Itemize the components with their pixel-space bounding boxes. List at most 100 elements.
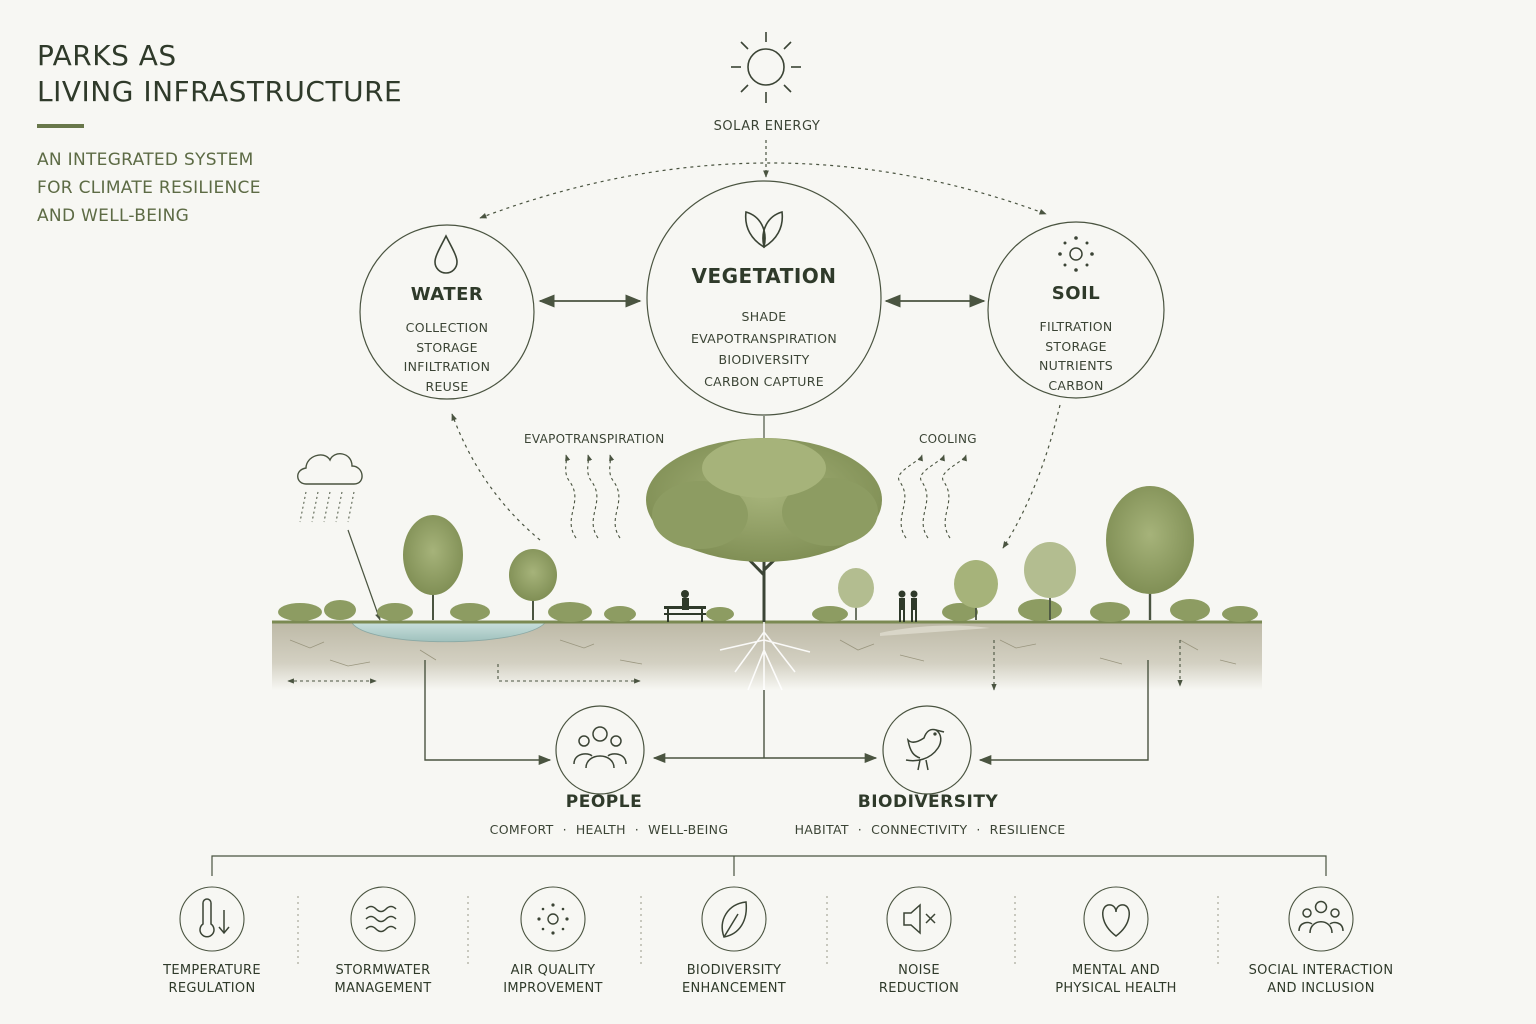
vegetation-node-items: SHADE EVAPOTRANSPIRATION BIODIVERSITY CA…	[664, 306, 864, 392]
benefit-circle-air	[520, 886, 586, 952]
benefit-air-quality-improvement: AIR QUALITY IMPROVEMENT	[473, 962, 633, 998]
soil-item: FILTRATION	[1039, 319, 1113, 334]
soil-cracks	[289, 639, 1237, 667]
air-particles-icon	[537, 903, 569, 935]
water-node-title: WATER	[410, 284, 484, 305]
separator-dot: ·	[634, 822, 640, 837]
benefit-line: SOCIAL INTERACTION	[1248, 963, 1394, 978]
separator-dot: ·	[857, 822, 863, 837]
shrubs	[278, 599, 1258, 622]
speaker-mute-icon	[903, 903, 936, 935]
bird-icon	[905, 728, 945, 771]
vegetation-item: SHADE	[741, 309, 787, 324]
water-node-items: COLLECTION STORAGE INFILTRATION REUSE	[367, 318, 527, 396]
page-title: PARKS AS LIVING INFRASTRUCTURE	[37, 38, 402, 110]
footpath	[880, 625, 990, 636]
subtitle-line-1: AN INTEGRATED SYSTEM	[37, 150, 254, 170]
vegetation-item: BIODIVERSITY	[718, 352, 810, 367]
separator-dot: ·	[976, 822, 981, 837]
benefit-circle-noise	[886, 886, 952, 952]
people-icon	[573, 726, 627, 769]
subtitle-line-2: FOR CLIMATE RESILIENCE	[37, 178, 261, 198]
evapotranspiration-label: EVAPOTRANSPIRATION	[524, 432, 665, 446]
biodiversity-hub-subtitle: HABITAT · CONNECTIVITY · RESILIENCE	[788, 822, 1072, 837]
biodiversity-hub-circle	[882, 705, 972, 795]
benefit-line: REGULATION	[168, 981, 256, 996]
water-drop-icon	[434, 234, 458, 274]
small-trees	[403, 486, 1194, 620]
people-hub-subtitle: COMFORT · HEALTH · WELL-BEING	[474, 822, 744, 837]
evapotranspiration-waves	[565, 454, 621, 539]
benefit-circle-health	[1083, 886, 1149, 952]
benefit-line: BIODIVERSITY	[686, 963, 782, 978]
people-item: HEALTH	[575, 822, 626, 837]
benefit-line: IMPROVEMENT	[503, 981, 603, 996]
water-node-circle	[359, 224, 535, 400]
soil-to-biodiversity-connector	[978, 660, 1149, 766]
benefit-temperature-regulation: TEMPERATURE REGULATION	[132, 962, 292, 998]
benefit-line: STORMWATER	[335, 963, 431, 978]
soil-particles-icon	[1058, 236, 1094, 272]
vegetation-node-circle	[646, 180, 882, 416]
sun-icon	[731, 32, 801, 103]
biodiversity-item: RESILIENCE	[989, 822, 1066, 837]
benefit-line: ENHANCEMENT	[681, 981, 787, 996]
water-item: STORAGE	[416, 339, 478, 355]
benefit-circle-biodiversity	[701, 886, 767, 952]
people-item: WELL-BEING	[648, 822, 729, 837]
benefit-circle-temperature	[179, 886, 245, 952]
solar-arc	[479, 162, 1047, 219]
soil-node-circle	[987, 221, 1165, 399]
heart-icon	[1102, 904, 1130, 937]
rain-arrow	[347, 529, 381, 621]
waves-icon	[365, 905, 397, 933]
title-line-1: PARKS AS	[37, 39, 177, 72]
subtitle: AN INTEGRATED SYSTEM FOR CLIMATE RESILIE…	[37, 146, 261, 230]
walking-people	[898, 590, 918, 622]
benefit-line: NOISE	[898, 963, 940, 978]
pond	[351, 622, 546, 643]
thermometer-icon	[199, 898, 230, 938]
rain-cloud-icon	[297, 453, 363, 485]
biodiversity-item: HABITAT	[794, 822, 849, 837]
rain-drops	[299, 491, 355, 523]
benefit-stormwater-management: STORMWATER MANAGEMENT	[303, 962, 463, 998]
soil-node-items: FILTRATION STORAGE NUTRIENTS CARBON	[996, 317, 1156, 395]
benefit-circle-stormwater	[350, 886, 416, 952]
leaf-icon	[721, 901, 748, 938]
benefit-social-interaction-inclusion: SOCIAL INTERACTION AND INCLUSION	[1226, 962, 1416, 998]
separator-dot: ·	[562, 822, 567, 837]
title-underline	[37, 124, 84, 128]
benefit-separators	[297, 896, 1219, 964]
benefit-mental-physical-health: MENTAL AND PHYSICAL HEALTH	[1031, 962, 1201, 998]
soil-item: CARBON	[1048, 377, 1104, 393]
people-item: COMFORT	[489, 822, 554, 837]
biodiversity-item: CONNECTIVITY	[871, 822, 968, 837]
soil-node-title: SOIL	[1051, 283, 1101, 304]
people-hub-title: PEOPLE	[565, 792, 643, 812]
benefit-line: AIR QUALITY	[510, 963, 596, 978]
benefit-line: AND INCLUSION	[1267, 981, 1375, 996]
benefit-noise-reduction: NOISE REDUCTION	[839, 962, 999, 998]
benefit-line: REDUCTION	[878, 981, 960, 996]
cooling-waves	[898, 454, 967, 539]
title-line-2: LIVING INFRASTRUCTURE	[37, 75, 403, 108]
water-item: INFILTRATION	[403, 359, 491, 374]
tree-roots	[719, 622, 811, 691]
water-to-people-connector	[424, 660, 552, 766]
benefits-bracket	[211, 855, 1327, 876]
vegetation-item: CARBON CAPTURE	[704, 373, 824, 389]
solar-energy-label: SOLAR ENERGY	[713, 119, 821, 134]
subtitle-line-3: AND WELL-BEING	[37, 206, 190, 226]
bench-person	[664, 590, 706, 622]
benefit-line: PHYSICAL HEALTH	[1055, 981, 1177, 996]
soil-item: NUTRIENTS	[1038, 358, 1114, 373]
central-tree	[646, 416, 882, 622]
vegetation-node-title: VEGETATION	[691, 264, 837, 288]
soil-feedback-arrow	[1002, 404, 1061, 549]
people-hub-circle	[555, 705, 645, 795]
community-icon	[1298, 900, 1344, 934]
water-item: COLLECTION	[405, 320, 489, 335]
cooling-label: COOLING	[919, 432, 977, 446]
